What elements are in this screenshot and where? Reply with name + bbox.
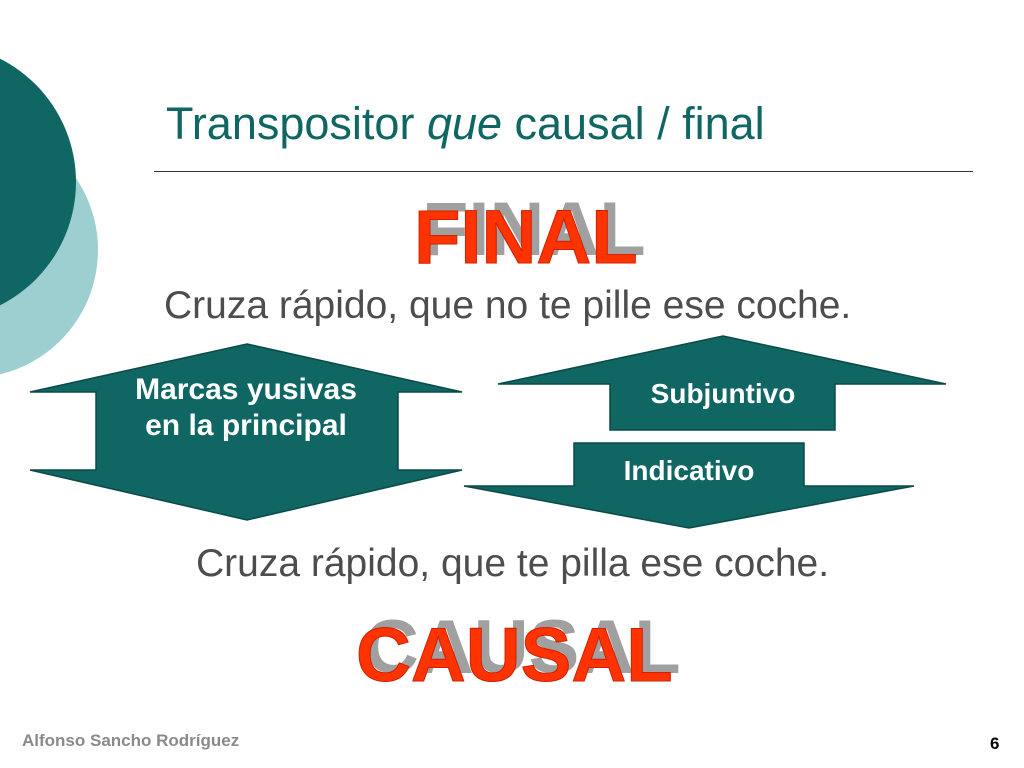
title-text-2: causal / final xyxy=(502,98,765,149)
final-word-text: FINAL xyxy=(414,195,639,280)
indicativo-label: Indicativo xyxy=(623,455,755,486)
causal-word-shadow: CAUSAL xyxy=(364,605,681,690)
down-arrow-indicativo xyxy=(463,442,915,529)
sentence-final: Cruza rápido, que no te pille ese coche. xyxy=(164,284,852,327)
subjuntivo-label: Subjuntivo xyxy=(650,378,796,409)
up-arrow-subjuntivo xyxy=(497,335,947,431)
marcas-label: Marcas yusivas en la principal xyxy=(135,373,357,442)
title-divider xyxy=(154,171,973,172)
double-arrow-marcas xyxy=(29,343,463,521)
sentence-causal: Cruza rápido, que te pilla ese coche. xyxy=(196,542,830,585)
title-text-emphasis: que xyxy=(426,98,503,149)
dark-teal-circle xyxy=(0,58,76,306)
slide-title: Transpositor que causal / final xyxy=(166,98,765,150)
causal-word-text: CAUSAL xyxy=(356,613,674,698)
title-text-1: Transpositor xyxy=(166,98,427,149)
final-wordart: FINAL FINAL xyxy=(414,192,646,277)
footer-author: Alfonso Sancho Rodríguez xyxy=(22,731,240,750)
final-word-shadow: FINAL xyxy=(422,187,646,272)
page-number: 6 xyxy=(990,734,1000,753)
causal-wordart: CAUSAL CAUSAL xyxy=(356,610,681,695)
decorative-circles xyxy=(0,58,98,375)
